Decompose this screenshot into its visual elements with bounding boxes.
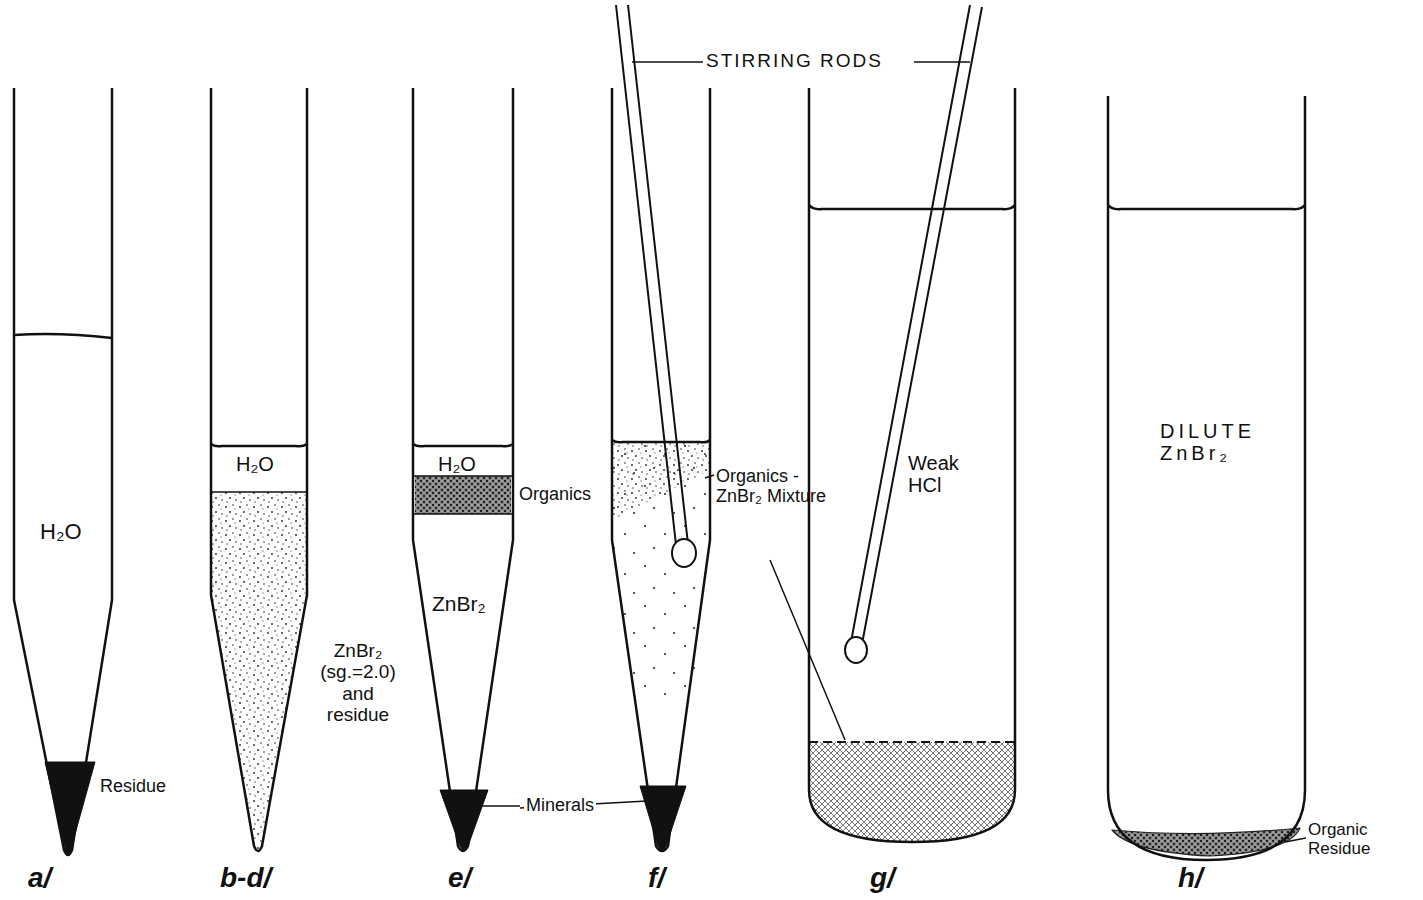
callout-label: Residue <box>100 776 166 796</box>
tube-h <box>1108 96 1305 860</box>
panel-letter: h/ <box>1178 862 1203 893</box>
callout-label: Organic Residue <box>1308 820 1418 858</box>
callout-label: ZnBr₂ (sg.=2.0) and residue <box>309 640 407 725</box>
liquid-label: Weak HCl <box>908 452 970 497</box>
liquid-label: H₂O <box>236 453 274 475</box>
liquid-label: H₂O <box>438 453 476 475</box>
panel-letter: g/ <box>870 862 895 893</box>
tube-a <box>14 88 112 855</box>
liquid-label: H₂O <box>40 520 82 545</box>
callout-label: STIRRING RODS <box>706 50 883 71</box>
leader-line <box>480 62 1306 842</box>
stirring-rod <box>616 5 982 663</box>
callout-label: Organics <box>517 484 593 504</box>
tube-f <box>612 88 710 851</box>
panel-letter: e/ <box>448 862 471 893</box>
callout-label: Minerals <box>524 795 596 815</box>
panel-letter: b-d/ <box>220 862 271 893</box>
liquid-label: ZnBr₂ <box>432 592 486 616</box>
panel-letter: f/ <box>648 862 665 893</box>
tube-bd <box>211 88 307 851</box>
callout-label: Organics -ZnBr₂ Mixture <box>716 466 826 506</box>
panel-letter: a/ <box>28 862 51 893</box>
liquid-label: DILUTE ZnBr₂ <box>1160 420 1280 465</box>
tube-e <box>413 88 513 851</box>
